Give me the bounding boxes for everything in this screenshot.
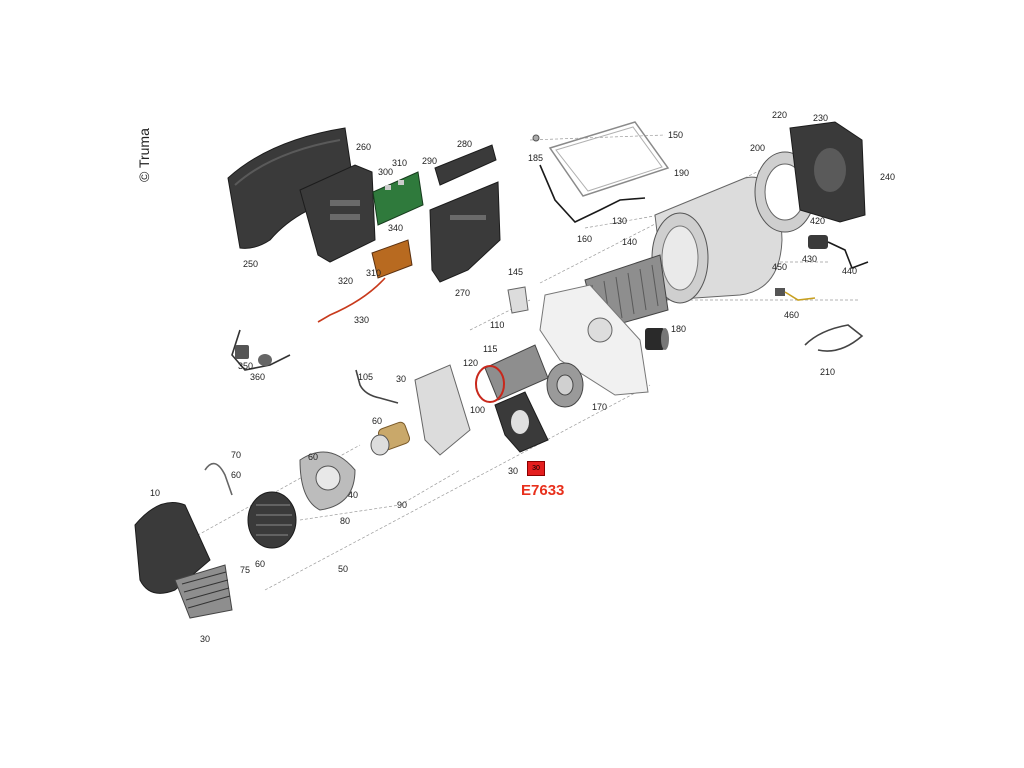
label-340: 340 xyxy=(388,223,403,233)
label-50: 50 xyxy=(338,564,348,574)
label-145: 145 xyxy=(508,267,523,277)
label-190: 190 xyxy=(674,168,689,178)
wiring-loom-part-350 xyxy=(231,329,291,371)
cable-part-330 xyxy=(317,277,386,323)
cartridge-part-90 xyxy=(370,421,411,456)
label-170: 170 xyxy=(592,402,607,412)
label-270: 270 xyxy=(455,288,470,298)
label-90: 90 xyxy=(397,500,407,510)
burner-housing-part-130 xyxy=(539,284,649,396)
sub-board-part-310 xyxy=(371,239,413,279)
seal-ring-part-120 xyxy=(475,365,505,403)
label-75: 75 xyxy=(240,565,250,575)
label-120: 120 xyxy=(463,358,478,368)
heat-exchanger-drum-part-190 xyxy=(651,176,783,304)
wire-harness-part-160 xyxy=(539,164,646,223)
label-310-b: 310 xyxy=(366,268,381,278)
label-150: 150 xyxy=(668,130,683,140)
label-420: 420 xyxy=(810,216,825,226)
label-60-b: 60 xyxy=(255,559,265,569)
sensor-cable-part-105 xyxy=(355,369,399,404)
bracket-part-145 xyxy=(507,286,529,314)
highlighted-bracket-part-30 xyxy=(494,391,549,453)
control-panel-housing-part-260 xyxy=(299,164,376,263)
label-290: 290 xyxy=(422,156,437,166)
wiring-part-70 xyxy=(204,462,233,496)
label-60-a: 60 xyxy=(231,470,241,480)
gasket-frame-part-150 xyxy=(548,121,670,197)
diagram-code-label: E7633 xyxy=(521,482,565,499)
blower-wheel-part-170 xyxy=(546,362,584,408)
label-240: 240 xyxy=(880,172,895,182)
label-300: 300 xyxy=(378,167,393,177)
label-260: 260 xyxy=(356,142,371,152)
label-350: 350 xyxy=(238,361,253,371)
motor-part-180 xyxy=(645,328,669,350)
label-280: 280 xyxy=(457,139,472,149)
label-30-a: 30 xyxy=(200,634,210,644)
label-200: 200 xyxy=(750,143,765,153)
label-40: 40 xyxy=(348,490,358,500)
label-140: 140 xyxy=(622,237,637,247)
rear-housing-part-220 xyxy=(789,121,866,223)
label-105: 105 xyxy=(358,372,373,382)
front-cowl-part-10 xyxy=(134,502,233,619)
label-320: 320 xyxy=(338,276,353,286)
cover-panel-part-270 xyxy=(429,181,501,283)
mounting-plate-part-100 xyxy=(414,364,471,456)
label-450: 450 xyxy=(772,262,787,272)
fastener-part-185 xyxy=(532,134,540,142)
label-220: 220 xyxy=(772,110,787,120)
label-160: 160 xyxy=(577,234,592,244)
control-board-part-290 xyxy=(372,171,424,226)
label-30-c: 30 xyxy=(508,466,518,476)
label-110: 110 xyxy=(490,320,504,330)
label-185: 185 xyxy=(528,153,543,163)
label-80: 80 xyxy=(340,516,350,526)
label-440: 440 xyxy=(842,266,857,276)
label-100: 100 xyxy=(470,405,485,415)
label-70: 70 xyxy=(231,450,241,460)
label-250: 250 xyxy=(243,259,258,269)
label-130: 130 xyxy=(612,216,627,226)
fan-assembly-part-50 xyxy=(247,491,297,549)
label-60-c: 60 xyxy=(308,452,318,462)
label-60-d: 60 xyxy=(372,416,382,426)
label-310-a: 310 xyxy=(392,158,407,168)
part-number-labels: 10 30 30 30 40 50 60 60 60 60 70 75 80 9… xyxy=(150,110,895,644)
cable-part-440 xyxy=(827,241,869,270)
label-10: 10 xyxy=(150,488,160,498)
fan-motor-part-420 xyxy=(808,235,828,249)
label-210: 210 xyxy=(820,367,835,377)
highlighted-part-marker: 30 xyxy=(527,461,545,476)
connector-part-460 xyxy=(775,288,816,301)
label-430: 430 xyxy=(802,254,817,264)
label-30-b: 30 xyxy=(396,374,406,384)
label-330: 330 xyxy=(354,315,369,325)
label-180: 180 xyxy=(671,324,686,334)
cover-strip-part-280 xyxy=(434,144,497,186)
label-230: 230 xyxy=(813,113,828,123)
label-360: 360 xyxy=(250,372,265,382)
cable-part-210 xyxy=(804,324,864,352)
label-460: 460 xyxy=(784,310,799,320)
gasket-part-80 xyxy=(299,451,356,511)
label-115: 115 xyxy=(483,344,497,354)
